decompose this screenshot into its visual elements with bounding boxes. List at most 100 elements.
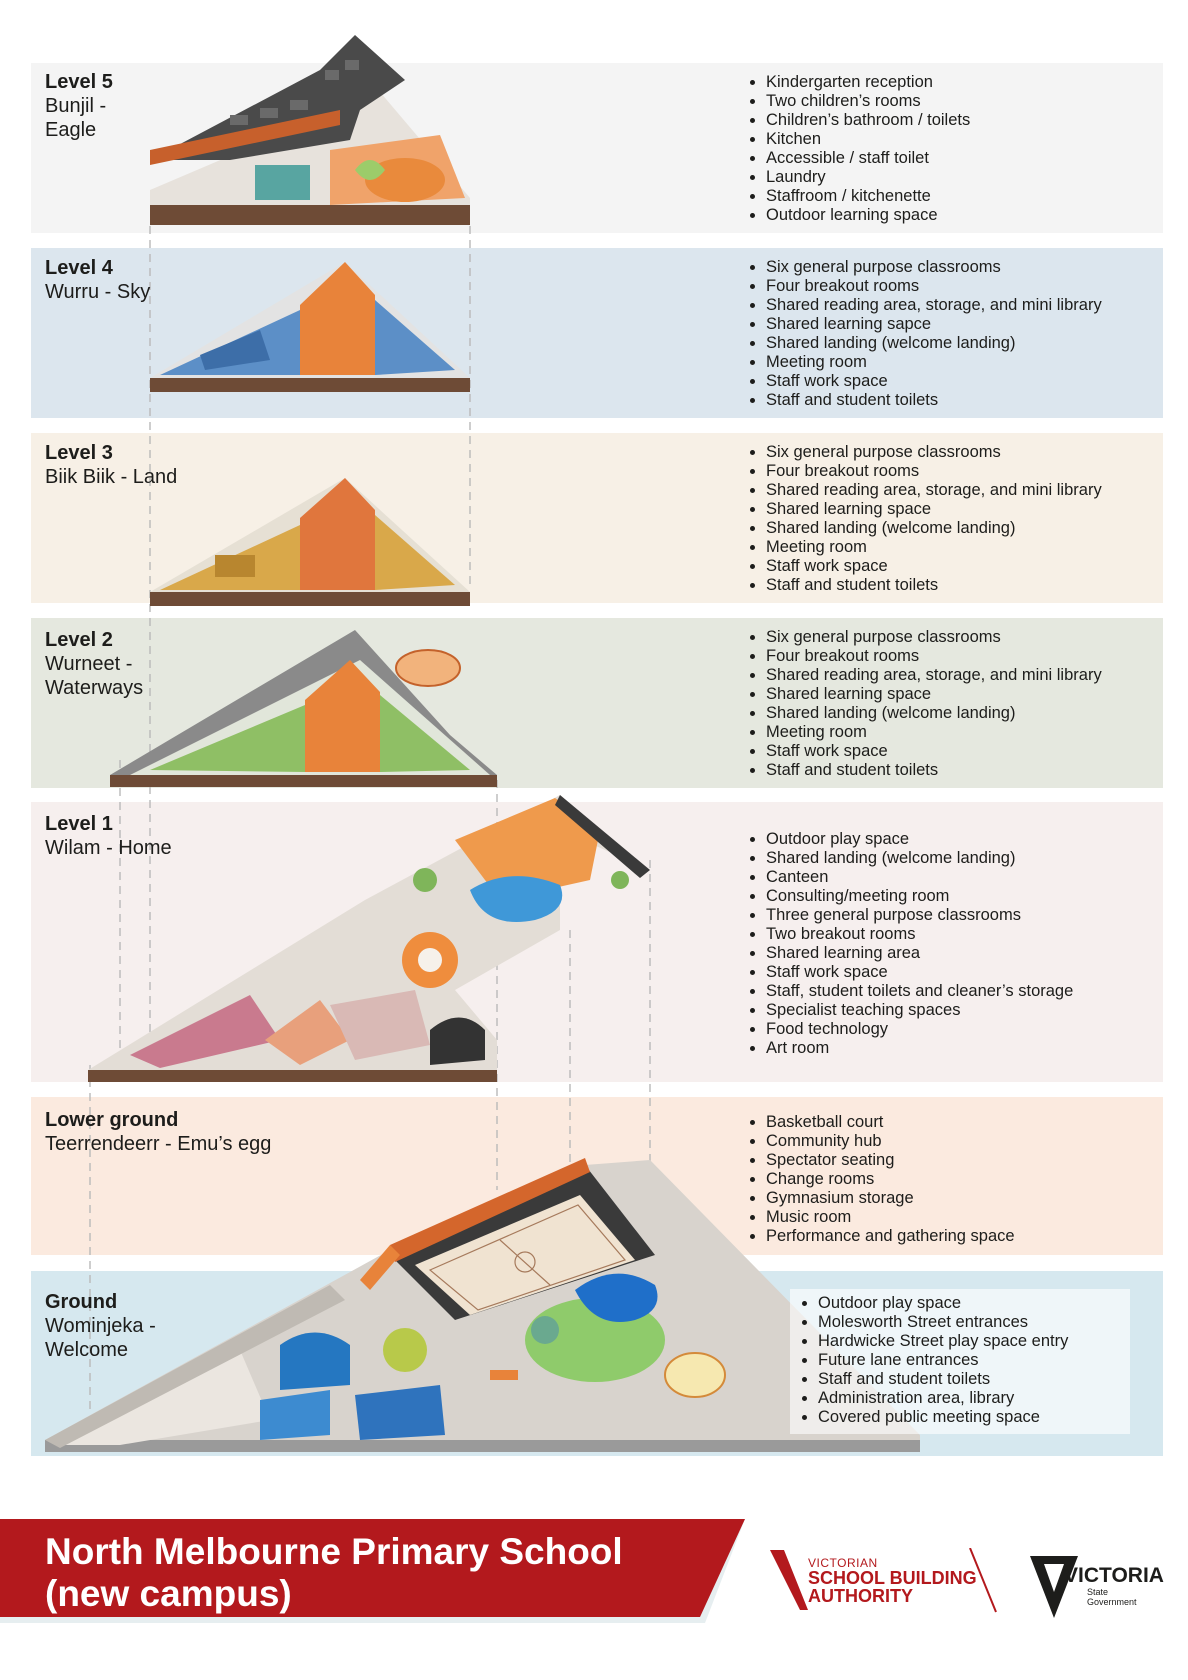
level5-subtitle: Bunjil - Eagle	[45, 95, 107, 141]
list-item: Specialist teaching spaces	[766, 1001, 1073, 1020]
vsba-school-building-label: SCHOOL BUILDING	[808, 1568, 977, 1588]
list-item: Shared learning area	[766, 944, 1073, 963]
level2-floorplan	[110, 630, 497, 787]
list-item: Accessible / staff toilet	[766, 149, 970, 168]
list-item: Four breakout rooms	[766, 647, 1102, 666]
list-item: Staff, student toilets and cleaner’s sto…	[766, 982, 1073, 1001]
list-item: Staff and student toilets	[818, 1370, 1068, 1389]
level3-floorplan	[150, 478, 470, 606]
list-item: Staff and student toilets	[766, 761, 1102, 780]
list-item: Kitchen	[766, 130, 970, 149]
level4-subtitle: Wurru - Sky	[45, 281, 151, 303]
level4-heading: Level 4	[45, 257, 113, 279]
school-title: North Melbourne Primary School (new camp…	[45, 1531, 623, 1614]
list-item: Staff and student toilets	[766, 391, 1102, 410]
lower-ground-heading: Lower ground	[45, 1109, 179, 1131]
ground-subtitle: Wominjeka - Welcome	[45, 1315, 156, 1361]
victoria-wordmark: VICTORIA	[1064, 1564, 1164, 1587]
list-item: Consulting/meeting room	[766, 887, 1073, 906]
list-item: Six general purpose classrooms	[766, 258, 1102, 277]
list-item: Spectator seating	[766, 1151, 1015, 1170]
level5-title: Level 5 Bunjil - Eagle	[45, 70, 113, 142]
list-item: Staffroom / kitchenette	[766, 187, 970, 206]
list-item: Basketball court	[766, 1113, 1015, 1132]
list-item: Six general purpose classrooms	[766, 443, 1102, 462]
list-item: Performance and gathering space	[766, 1227, 1015, 1246]
lower-ground-subtitle: Teerrendeerr - Emu’s egg	[45, 1133, 272, 1155]
list-item: Shared learning sapce	[766, 315, 1102, 334]
victoria-government-label: Government	[1087, 1597, 1137, 1607]
level1-title: Level 1 Wilam - Home	[45, 812, 172, 860]
lower-ground-title: Lower ground Teerrendeerr - Emu’s egg	[45, 1108, 271, 1156]
ground-features-box	[790, 1289, 1130, 1434]
level5-heading: Level 5	[45, 71, 113, 93]
list-item: Laundry	[766, 168, 970, 187]
list-item: Shared learning space	[766, 500, 1102, 519]
list-item: Music room	[766, 1208, 1015, 1227]
list-item: Hardwicke Street play space entry	[818, 1332, 1068, 1351]
alignment-dashed-lines	[89, 226, 651, 1410]
list-item: Two children’s rooms	[766, 92, 970, 111]
list-item: Shared reading area, storage, and mini l…	[766, 296, 1102, 315]
list-item: Shared landing (welcome landing)	[766, 519, 1102, 538]
list-item: Kindergarten reception	[766, 73, 970, 92]
list-item: Meeting room	[766, 353, 1102, 372]
level2-features: Six general purpose classrooms Four brea…	[748, 628, 1102, 780]
list-item: Outdoor play space	[818, 1294, 1068, 1313]
level3-heading: Level 3	[45, 442, 113, 464]
list-item: Six general purpose classrooms	[766, 628, 1102, 647]
list-item: Community hub	[766, 1132, 1015, 1151]
list-item: Four breakout rooms	[766, 277, 1102, 296]
list-item: Staff and student toilets	[766, 576, 1102, 595]
victoria-state-label: State	[1087, 1587, 1109, 1597]
list-item: Staff work space	[766, 557, 1102, 576]
victoria-logo-icon	[1030, 1556, 1078, 1618]
list-item: Two breakout rooms	[766, 925, 1073, 944]
ground-floorplan	[45, 1158, 920, 1452]
list-item: Gymnasium storage	[766, 1189, 1015, 1208]
level1-subtitle: Wilam - Home	[45, 837, 172, 859]
list-item: Shared reading area, storage, and mini l…	[766, 666, 1102, 685]
level2-subtitle: Wurneet - Waterways	[45, 653, 144, 699]
level2-title: Level 2 Wurneet - Waterways	[45, 628, 143, 700]
list-item: Shared learning space	[766, 685, 1102, 704]
level5-features: Kindergarten reception Two children’s ro…	[748, 73, 970, 225]
ground-title: Ground Wominjeka - Welcome	[45, 1290, 156, 1362]
vsba-logo-icon	[770, 1548, 997, 1613]
level4-features: Six general purpose classrooms Four brea…	[748, 258, 1102, 410]
list-item: Food technology	[766, 1020, 1073, 1039]
list-item: Three general purpose classrooms	[766, 906, 1073, 925]
level3-subtitle: Biik Biik - Land	[45, 466, 178, 488]
level3-title: Level 3 Biik Biik - Land	[45, 441, 177, 489]
level5-floorplan	[150, 35, 470, 225]
list-item: Outdoor learning space	[766, 206, 970, 225]
ground-features: Outdoor play space Molesworth Street ent…	[800, 1294, 1068, 1427]
list-item: Change rooms	[766, 1170, 1015, 1189]
list-item: Shared landing (welcome landing)	[766, 849, 1073, 868]
list-item: Art room	[766, 1039, 1073, 1058]
level4-floorplan	[150, 262, 470, 392]
list-item: Canteen	[766, 868, 1073, 887]
lower-ground-features: Basketball court Community hub Spectator…	[748, 1113, 1015, 1246]
list-item: Meeting room	[766, 538, 1102, 557]
list-item: Staff work space	[766, 372, 1102, 391]
list-item: Meeting room	[766, 723, 1102, 742]
title-banner	[0, 1519, 745, 1623]
list-item: Future lane entrances	[818, 1351, 1068, 1370]
list-item: Shared landing (welcome landing)	[766, 334, 1102, 353]
list-item: Covered public meeting space	[818, 1408, 1068, 1427]
ground-heading: Ground	[45, 1291, 118, 1313]
level1-heading: Level 1	[45, 813, 113, 835]
list-item: Outdoor play space	[766, 830, 1073, 849]
list-item: Molesworth Street entrances	[818, 1313, 1068, 1332]
list-item: Staff work space	[766, 742, 1102, 761]
vsba-victorian-label: VICTORIAN	[808, 1556, 878, 1570]
level2-heading: Level 2	[45, 629, 113, 651]
level1-features: Outdoor play space Shared landing (welco…	[748, 830, 1073, 1058]
list-item: Shared landing (welcome landing)	[766, 704, 1102, 723]
list-item: Four breakout rooms	[766, 462, 1102, 481]
level1-floorplan	[88, 795, 650, 1082]
list-item: Staff work space	[766, 963, 1073, 982]
list-item: Children’s bathroom / toilets	[766, 111, 970, 130]
level4-title: Level 4 Wurru - Sky	[45, 256, 150, 304]
